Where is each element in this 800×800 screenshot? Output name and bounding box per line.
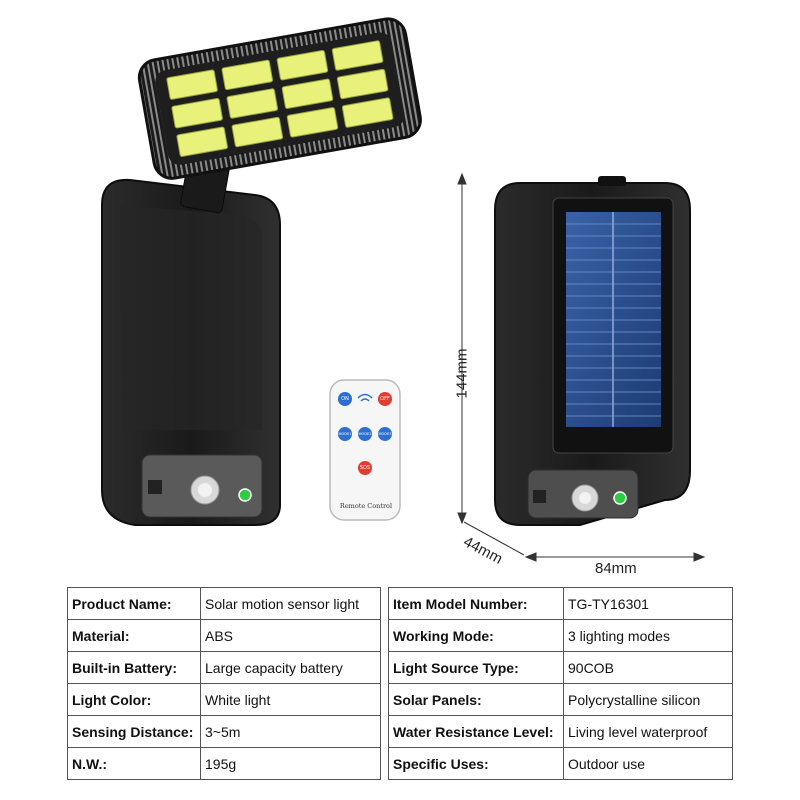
table-row: Specific Uses:Outdoor use (388, 747, 733, 780)
table-row: N.W.:195g (67, 747, 381, 780)
wifi-signal-icon (357, 393, 373, 402)
table-row: Material:ABS (67, 619, 381, 652)
spec-value: Polycrystalline silicon (563, 683, 733, 716)
spec-label: Item Model Number: (388, 587, 564, 620)
spec-label: Built-in Battery: (67, 651, 201, 684)
spec-value: 90COB (563, 651, 733, 684)
table-row: Built-in Battery:Large capacity battery (67, 651, 381, 684)
remote-control (329, 379, 401, 521)
table-row: Water Resistance Level:Living level wate… (388, 715, 733, 748)
spec-value: 3 lighting modes (563, 619, 733, 652)
product-illustration: 144mm 44mm 84mm ON OFF MODE1 MODE2 MODE3… (101, 17, 706, 577)
spec-label: Light Color: (67, 683, 201, 716)
spec-label: Specific Uses: (388, 747, 564, 780)
spec-value: Living level waterproof (563, 715, 733, 748)
table-row: Light Source Type:90COB (388, 651, 733, 684)
spec-value: TG-TY16301 (563, 587, 733, 620)
cob-led-array (166, 40, 394, 157)
spec-value: White light (200, 683, 381, 716)
remote-on-button: ON (341, 396, 349, 402)
height-dimension: 144mm (453, 348, 471, 399)
spec-value: 195g (200, 747, 381, 780)
remote-label: Remote Control (339, 502, 393, 510)
table-row: Light Color:White light (67, 683, 381, 716)
spec-value: Large capacity battery (200, 651, 381, 684)
remote-mode3-button: MODE3 (378, 432, 392, 436)
spec-table-right: Item Model Number:TG-TY16301 Working Mod… (388, 587, 733, 780)
table-row: Product Name:Solar motion sensor light (67, 587, 381, 620)
remote-mode2-button: MODE2 (358, 432, 372, 436)
spec-label: Material: (67, 619, 201, 652)
spec-label: Working Mode: (388, 619, 564, 652)
table-row: Sensing Distance:3~5m (67, 715, 381, 748)
spec-label: Product Name: (67, 587, 201, 620)
lamp-back-view (494, 176, 691, 526)
spec-label: Water Resistance Level: (388, 715, 564, 748)
table-row: Solar Panels:Polycrystalline silicon (388, 683, 733, 716)
remote-sos-button: SOS (359, 465, 371, 471)
power-indicator-icon (238, 488, 252, 502)
spec-value: Solar motion sensor light (200, 587, 381, 620)
spec-value: ABS (200, 619, 381, 652)
dimension-lines (457, 172, 706, 562)
product-drawing (101, 17, 706, 562)
spec-table-left: Product Name:Solar motion sensor light M… (67, 587, 381, 780)
remote-off-button: OFF (380, 396, 390, 402)
remote-mode1-button: MODE1 (338, 432, 352, 436)
power-indicator-icon-back (613, 491, 627, 505)
spec-value: 3~5m (200, 715, 381, 748)
spec-label: N.W.: (67, 747, 201, 780)
lamp-front-view (101, 17, 422, 526)
spec-value: Outdoor use (563, 747, 733, 780)
lamp-head (137, 17, 422, 180)
table-row: Working Mode:3 lighting modes (388, 619, 733, 652)
table-row: Item Model Number:TG-TY16301 (388, 587, 733, 620)
spec-label: Sensing Distance: (67, 715, 201, 748)
spec-label: Light Source Type: (388, 651, 564, 684)
spec-label: Solar Panels: (388, 683, 564, 716)
width-dimension: 84mm (595, 560, 637, 577)
